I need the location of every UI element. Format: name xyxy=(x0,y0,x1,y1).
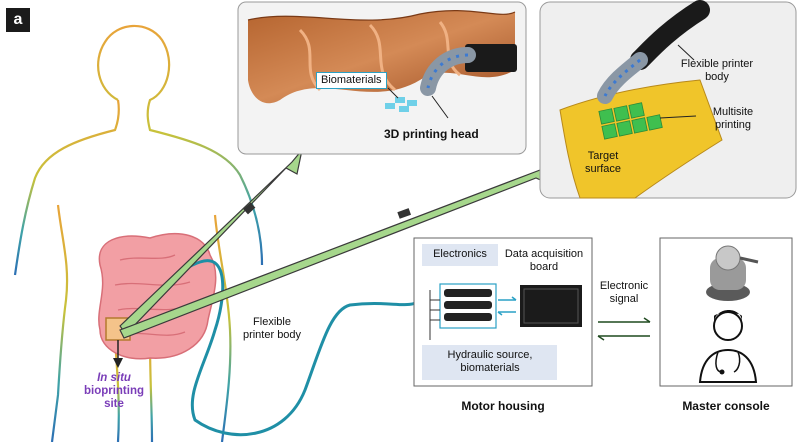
electronics-label: Electronics xyxy=(433,248,487,260)
panel-label: a xyxy=(6,8,30,32)
flexible-printer-body-label: Flexible printer body xyxy=(242,316,302,341)
target-surface-label: Target surface xyxy=(584,150,622,175)
in-situ-label: In situ bioprinting site xyxy=(74,372,154,412)
motor-housing-box xyxy=(413,237,593,387)
hydraulic-label: Hydraulic source, biomaterials xyxy=(447,349,533,374)
electronic-signal-label: Electronic signal xyxy=(599,280,649,305)
daq-label: Data acquisition board xyxy=(504,248,584,273)
master-console-box xyxy=(659,237,793,387)
master-console-caption: Master console xyxy=(682,399,770,413)
in-situ-italic: In situ xyxy=(97,372,131,384)
multisite-printing-label: Multisite printing xyxy=(712,106,754,131)
motor-housing-caption: Motor housing xyxy=(461,399,545,413)
flexible-printer-body-callout-label: Flexible printer body xyxy=(680,58,754,83)
biomaterials-label: Biomaterials xyxy=(316,72,387,89)
callout-target-surface xyxy=(539,0,797,199)
site-word: site xyxy=(104,398,124,411)
bioprinting-word: bioprinting xyxy=(83,385,145,398)
flexible-printer-tube xyxy=(120,259,422,437)
printing-head-label: 3D printing head xyxy=(384,127,479,141)
signal-arrows xyxy=(597,317,651,341)
